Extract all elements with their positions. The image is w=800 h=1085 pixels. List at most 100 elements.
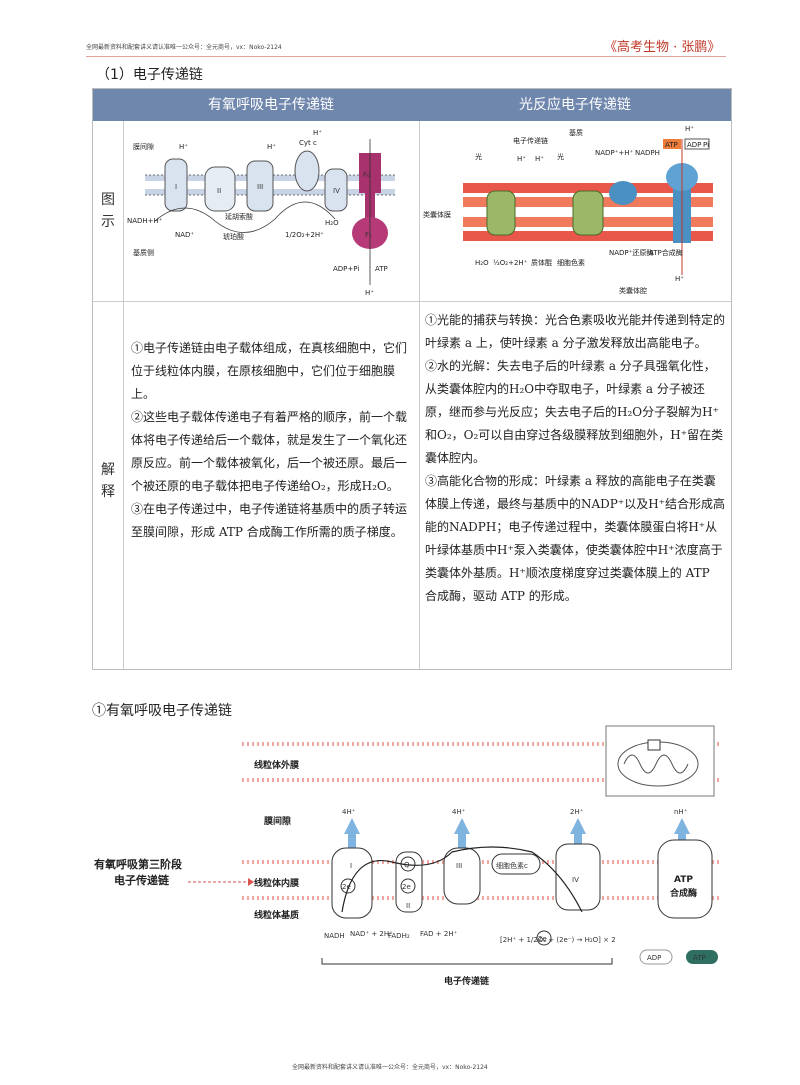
left-explain-3: ③在电子传递过中，电子传递链将基质中的质子转运至膜间隙，形成 ATP 合成酶工作… [131,502,408,539]
label-atp-b: ATP [693,954,706,962]
complex-iii-box [443,847,481,905]
light-etc-figure: 基质 电子传递链 光 光 H⁺ H⁺ NADP⁺+H⁺ NADPH ATP AD… [423,125,713,295]
label-nadh: NADH+H⁺ [127,217,163,225]
top-note: 全网最新资料和配套讲义请认准唯一公众号：全元商号，vx：Noko-2124 [86,44,282,51]
label-atp: ATP [375,265,388,273]
divider [93,301,731,302]
label-stage-title: 有氧呼吸第三阶段 [94,857,182,871]
label-pi-r: Pi [703,141,709,149]
label-chain: 电子传递链 [513,136,548,145]
second-title: ①有氧呼吸电子传递链 [92,703,232,719]
label-h2o-r: H₂O [475,259,489,267]
right-explain-1: ①光能的捕获与转换：光合色素吸收光能并传递到特定的叶绿素 a 上，使叶绿素 a … [425,313,726,350]
label-intermembrane: 膜间隙 [133,142,154,151]
complex-iv-box [555,843,601,911]
label-stroma: 基质 [569,128,583,137]
label-inner-membrane: 线粒体内膜 [254,877,300,889]
label-nad-b: NAD⁺ + 2H⁺ [350,930,393,938]
label-nh: nH⁺ [674,808,688,816]
left-explain-2: ②这些电子载体传递电子有着严格的顺序，前一个载体将电子传递给后一个载体，就是发生… [131,410,408,493]
label-light1: 光 [475,152,482,161]
label-e1: 2e [342,883,351,891]
label-c1-b: I [350,862,352,870]
psi-shape [572,190,604,236]
right-explain: ①光能的捕获与转换：光合色素吸收光能并传递到特定的叶绿素 a 上，使叶绿素 a … [425,309,725,608]
label-c4: IV [333,187,340,195]
electron-path-b [341,846,583,913]
label-nadph-h: NADP⁺+H⁺ [595,149,633,157]
label-cytc: Cyt c [299,139,317,147]
left-explain: ①电子传递链由电子载体组成，在真核细胞中，它们位于线粒体内膜，在原核细胞中，它们… [131,337,413,544]
label-adp-b: ADP [647,954,661,962]
label-nadph: NADPH [635,149,660,157]
label-h1r: H⁺ [517,155,526,163]
label-fo: F₀ [363,171,370,179]
label-h2r: H⁺ [535,155,544,163]
label-2h: 2H⁺ [570,808,584,816]
label-nadh-b: NADH [324,932,345,940]
nadp-reductase-shape [609,181,637,205]
label-cytc-b: 细胞色素c [496,861,528,870]
cytc-shape [294,150,320,192]
label-fad: FAD + 2H⁺ [420,930,458,938]
label-h2o: H₂O [325,219,339,227]
label-fumarate: 延胡索酸 [225,212,253,221]
label-h4r: H⁺ [675,275,684,283]
label-matrix: 基质侧 [133,248,154,257]
label-lumen: 类囊体腔 [619,286,647,295]
label-c2-b: II [406,902,410,910]
label-intermembrane-b: 膜间隙 [263,815,291,827]
complex-iii-shape [246,160,274,212]
label-adp-r: ADP [687,141,701,149]
complex-ii-shape [204,166,236,212]
header-corner [93,89,123,121]
label-c4-b: IV [572,876,579,884]
label-pigment: 细胞色素 [557,258,585,267]
label-c3-b: III [456,862,462,870]
label-o2: 1/2O₂+2H⁺ [285,231,324,239]
label-f1: F₁ [365,231,372,239]
atp-synthase-box [657,839,713,919]
label-nadp-reduce: NADP⁺还原酶 [609,248,653,257]
label-h2: H⁺ [267,143,276,151]
label-matrix-b: 线粒体基质 [254,909,299,921]
book-badge: 《高考生物 · 张鹏》 [604,40,721,55]
label-membrane: 类囊体膜 [423,210,451,219]
electron-path [154,201,336,233]
label-4h-b: 4H⁺ [452,808,466,816]
label-h3: H⁺ [313,129,322,137]
atp-pill [686,950,718,964]
label-stage-sub: 电子传递链 [114,873,170,887]
label-adp: ADP+Pi [333,265,359,273]
complex-iv-shape [324,168,348,212]
label-reaction: [2H⁺ + 1/2O₂ + (2e⁻) → H₂O] × 2 [500,936,616,944]
cytc-box [491,853,541,875]
label-light2: 光 [557,152,564,161]
right-explain-2: ②水的光解：失去电子后的叶绿素 a 分子具强氧化性，从类囊体腔内的H₂O中夺取电… [425,359,724,465]
section-title: （1）电子传递链 [96,67,203,83]
header-aerobic: 有氧呼吸电子传递链 [123,89,419,121]
aerobic-etc-figure: 膜间隙 H⁺ H⁺ Cyt c H⁺ I II III IV F₀ F₁ NAD… [127,129,395,297]
row-label-explain: 解释 [101,462,115,500]
complex-i-shape [164,158,188,212]
label-h4: H⁺ [365,289,374,297]
label-c3: III [257,183,263,191]
label-h3r: H⁺ [685,125,694,133]
label-atp-synth: ATP合成酶 [649,248,683,257]
label-atp-synth-1: ATP [674,875,693,885]
psii-shape [486,190,516,236]
label-atp-r: ATP [665,141,678,149]
label-nad: NAD⁺ [175,231,194,239]
label-atp-synth-2: 合成酶 [670,887,697,899]
label-h1: H⁺ [179,143,188,151]
adp-pill [639,949,673,965]
divider [419,121,420,669]
label-chain-b: 电子传递链 [444,975,490,987]
right-explain-3: ③高能化合物的形成：叶绿素 a 释放的高能电子在类囊体膜上传递，最终与基质中的N… [425,474,725,603]
left-explain-1: ①电子传递链由电子载体组成，在真核细胞中，它们位于线粒体内膜，在原核细胞中，它们… [131,341,408,401]
label-succinate: 琥珀酸 [223,232,244,241]
header-light: 光反应电子传递链 [419,89,731,121]
label-fadh2: FADH₂ [388,932,410,940]
label-o2-r: ½O₂+2H⁺ [493,259,528,267]
label-c1: I [175,183,177,191]
